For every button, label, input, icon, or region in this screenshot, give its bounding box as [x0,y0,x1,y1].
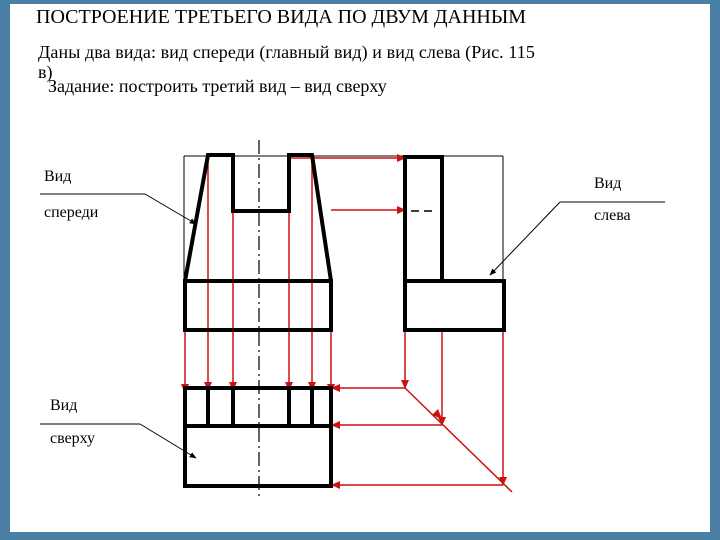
label-leaders [40,193,665,459]
construction-frame [183,155,504,280]
top-view [183,386,333,488]
top-view-label-word1: Вид [50,397,78,414]
slide-title: ПОСТРОЕНИЕ ТРЕТЬЕГО ВИДА ПО ДВУМ ДАННЫМ [36,6,527,28]
slide-page [10,4,710,532]
front-view-label-word2: спереди [44,204,99,221]
front-view-label-word1: Вид [44,168,72,185]
given-text-tail: в) [38,62,53,82]
given-text: Даны два вида: вид спереди (главный вид)… [38,42,535,62]
left-view [403,155,506,332]
left-view-label-word2: слева [594,207,631,224]
front-view [183,153,333,332]
top-view-label-word2: сверху [50,430,96,447]
left-view-label-word1: Вид [594,175,622,192]
task-text: Задание: построить третий вид – вид свер… [48,76,387,96]
